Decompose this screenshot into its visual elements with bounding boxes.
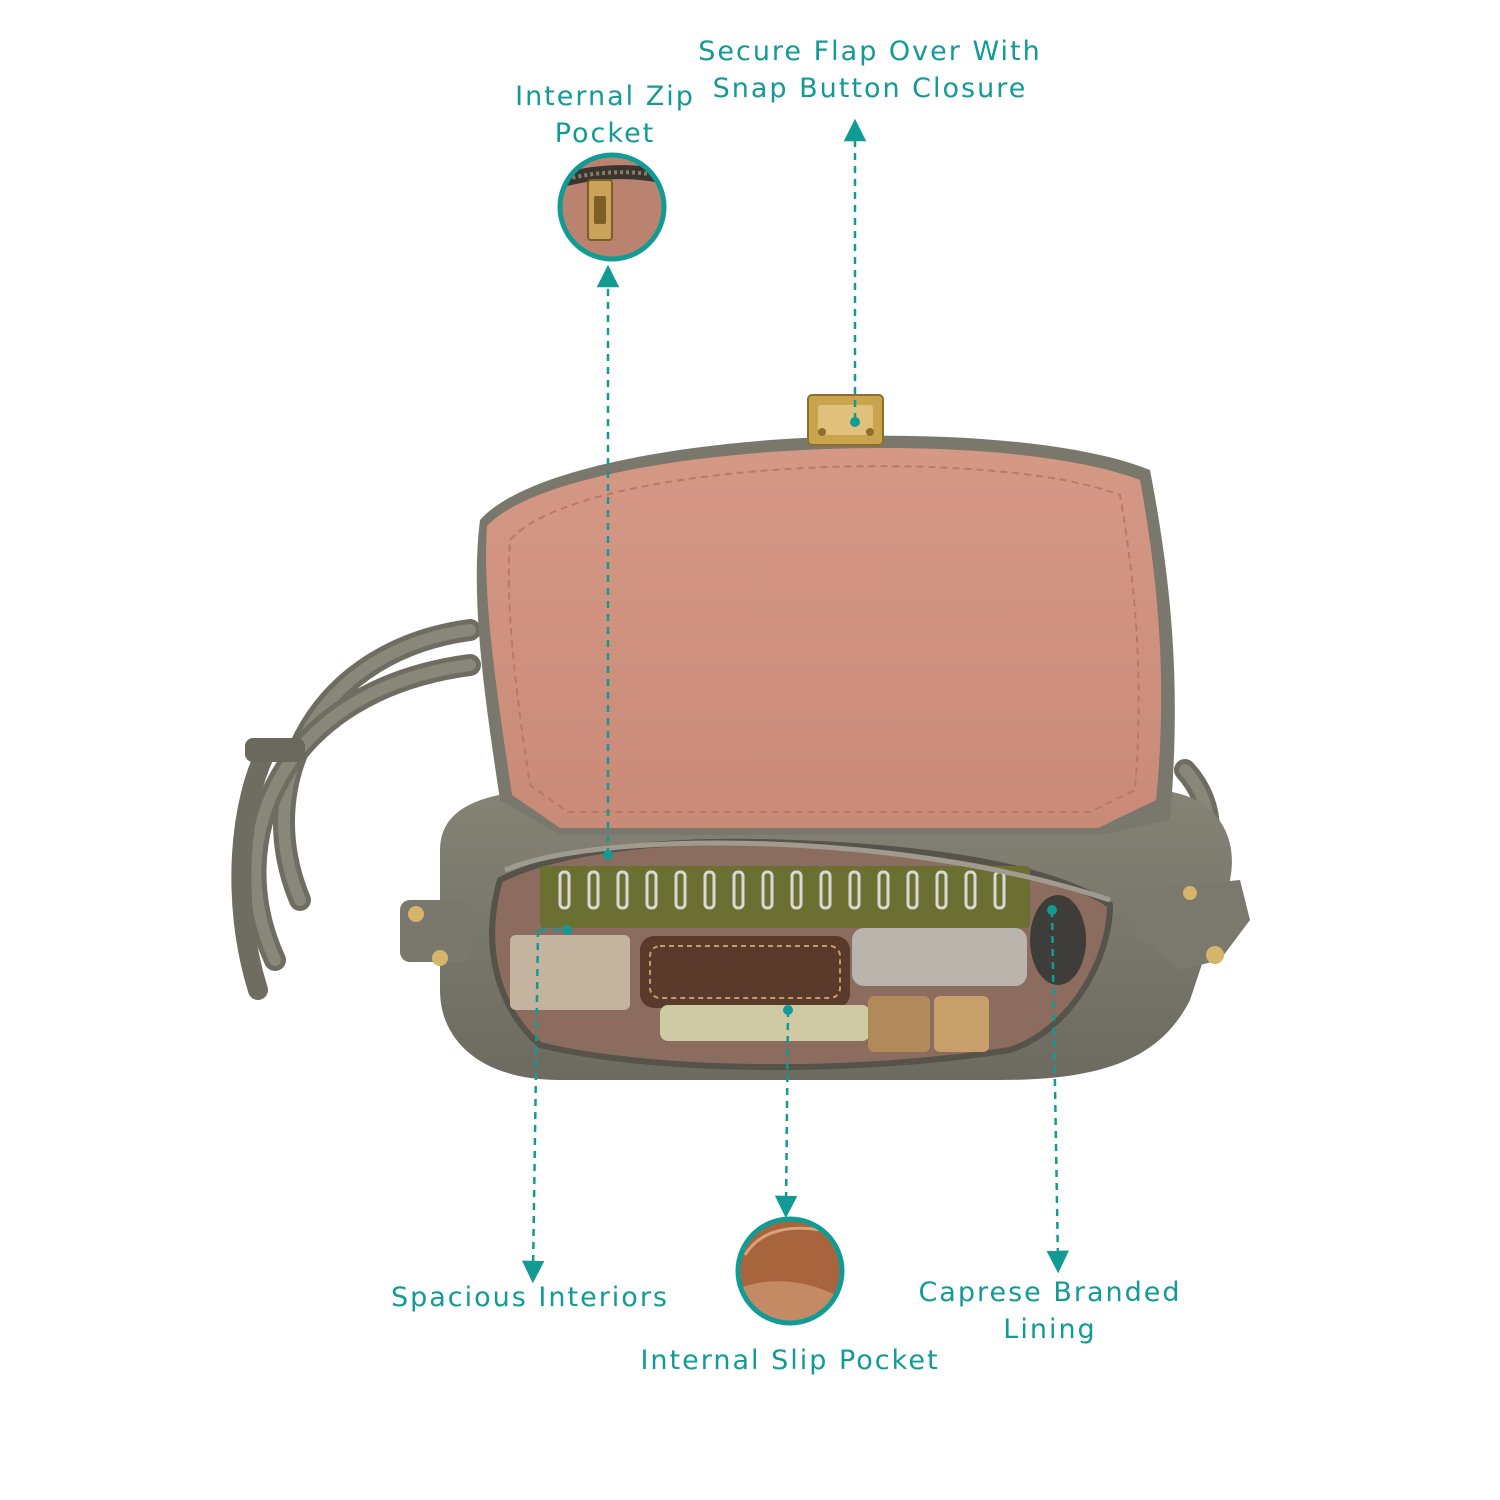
callout-text: Internal Slip Pocket (640, 1345, 940, 1376)
spiral-ring (645, 870, 658, 910)
callout-internal-slip-pocket: Internal Slip Pocket (610, 1342, 970, 1379)
perfume-bottle (868, 996, 930, 1052)
callout-branded-lining: Caprese Branded Lining (900, 1274, 1200, 1348)
notebook-spiral (558, 870, 1006, 910)
spiral-ring (558, 870, 571, 910)
spiral-ring (964, 870, 977, 910)
callout-text: Caprese Branded (918, 1277, 1182, 1308)
callout-text: Spacious Interiors (390, 1282, 669, 1313)
spiral-ring (848, 870, 861, 910)
notebook (540, 866, 1030, 928)
callout-text: Secure Flap Over With (698, 36, 1042, 67)
spiral-ring (761, 870, 774, 910)
zipper-pull-icon (557, 152, 667, 262)
spiral-ring (703, 870, 716, 910)
callout-text: Pocket (554, 118, 656, 149)
spiral-ring (587, 870, 600, 910)
spiral-ring (819, 870, 832, 910)
slip-pocket-icon (735, 1216, 845, 1326)
callout-secure-flap: Secure Flap Over With Snap Button Closur… (690, 33, 1050, 107)
earphones-case (852, 928, 1027, 986)
spiral-ring (674, 870, 687, 910)
main-zipper (504, 840, 1111, 903)
callout-dots (562, 417, 1057, 1015)
spiral-ring (616, 870, 629, 910)
snap-clasp-icon (807, 394, 884, 446)
spiral-ring (877, 870, 890, 910)
spiral-ring (790, 870, 803, 910)
callout-text: Snap Button Closure (712, 73, 1028, 104)
callout-text: Lining (1003, 1314, 1097, 1345)
callout-internal-zip-pocket: Internal Zip Pocket (480, 78, 730, 152)
spiral-ring (935, 870, 948, 910)
callout-lines (521, 118, 1070, 1284)
bag-flap (476, 394, 1175, 835)
wallet (640, 936, 850, 1008)
bag-interior (489, 838, 1114, 1071)
phone (660, 1005, 870, 1041)
spiral-ring (732, 870, 745, 910)
callout-spacious-interiors: Spacious Interiors (370, 1279, 690, 1316)
spiral-ring (906, 870, 919, 910)
callout-text: Internal Zip (515, 81, 695, 112)
